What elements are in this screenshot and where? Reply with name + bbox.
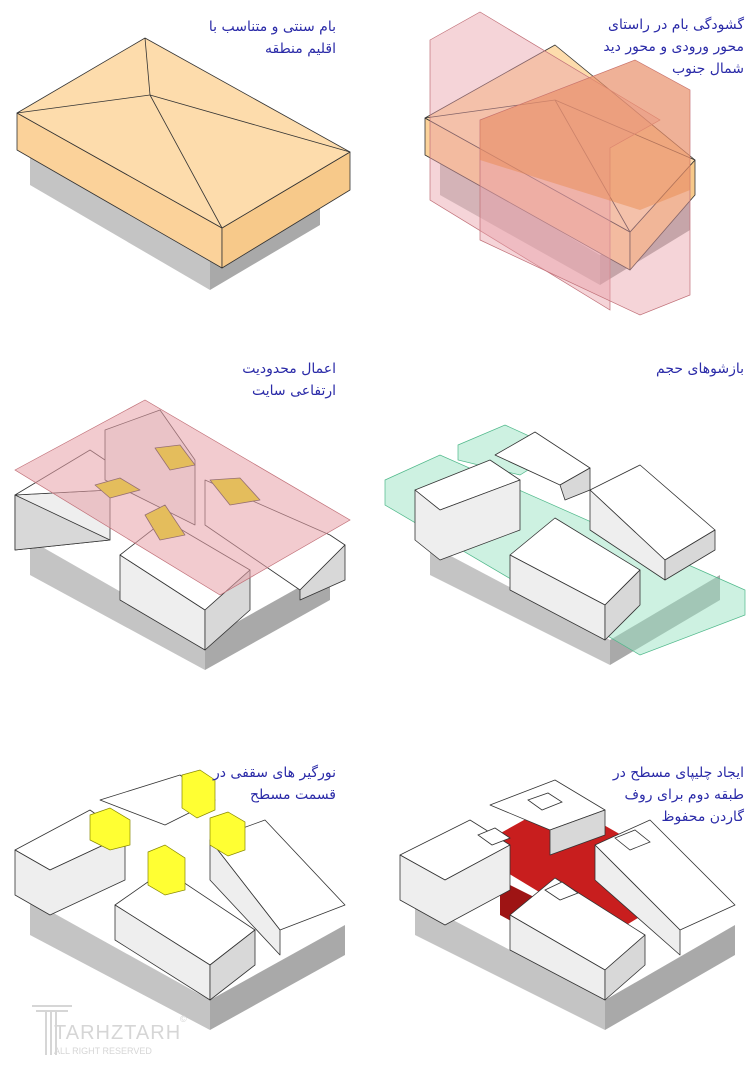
caption-height-limit: اعمال محدودیت ارتفاعی سایت <box>242 358 336 402</box>
watermark-copyright: © <box>180 1014 187 1024</box>
caption-line: قسمت مسطح <box>250 787 336 803</box>
caption-line: اقلیم منطقه <box>264 41 336 57</box>
diagram-traditional-roof <box>16 37 351 290</box>
column-logo-icon <box>32 1005 72 1055</box>
diagram-volume-openings <box>384 424 746 665</box>
caption-line: نورگیر های سقفی در <box>212 765 336 781</box>
caption-line: ایجاد چلیپای مسطح در <box>612 765 744 781</box>
caption-traditional-roof: بام سنتی و متناسب با اقلیم منطقه <box>209 16 336 60</box>
diagram-height-limit <box>14 399 351 670</box>
caption-volume-openings: بازشوهای حجم <box>656 358 744 380</box>
caption-line: ارتفاعی سایت <box>251 383 336 399</box>
caption-line: اعمال محدودیت <box>242 361 336 377</box>
diagram-flat-cross <box>399 779 736 1030</box>
caption-line: گاردن محفوظ <box>661 809 744 825</box>
caption-line: بازشوهای حجم <box>656 361 744 377</box>
caption-line: گشودگی بام در راستای <box>608 17 744 33</box>
caption-line: بام سنتی و متناسب با <box>208 19 336 35</box>
caption-roof-opening: گشودگی بام در راستای محور ورودی و محور د… <box>603 14 744 80</box>
caption-line: محور ورودی و محور دید <box>603 39 744 55</box>
caption-flat-cross: ایجاد چلیپای مسطح در طبقه دوم برای روف گ… <box>613 762 744 828</box>
watermark-tagline: ALL RIGHT RESERVED <box>54 1046 152 1056</box>
caption-line: طبقه دوم برای روف <box>624 787 744 803</box>
diagram-roof-opening <box>424 11 696 316</box>
diagram-skylights <box>14 769 346 1030</box>
watermark-brand: TARHZTARH <box>54 1022 182 1044</box>
watermark-logo: TARHZTARH ALL RIGHT RESERVED © <box>32 1000 187 1065</box>
caption-line: شمال جنوب <box>671 61 744 77</box>
caption-skylights: نورگیر های سقفی در قسمت مسطح <box>213 762 336 806</box>
